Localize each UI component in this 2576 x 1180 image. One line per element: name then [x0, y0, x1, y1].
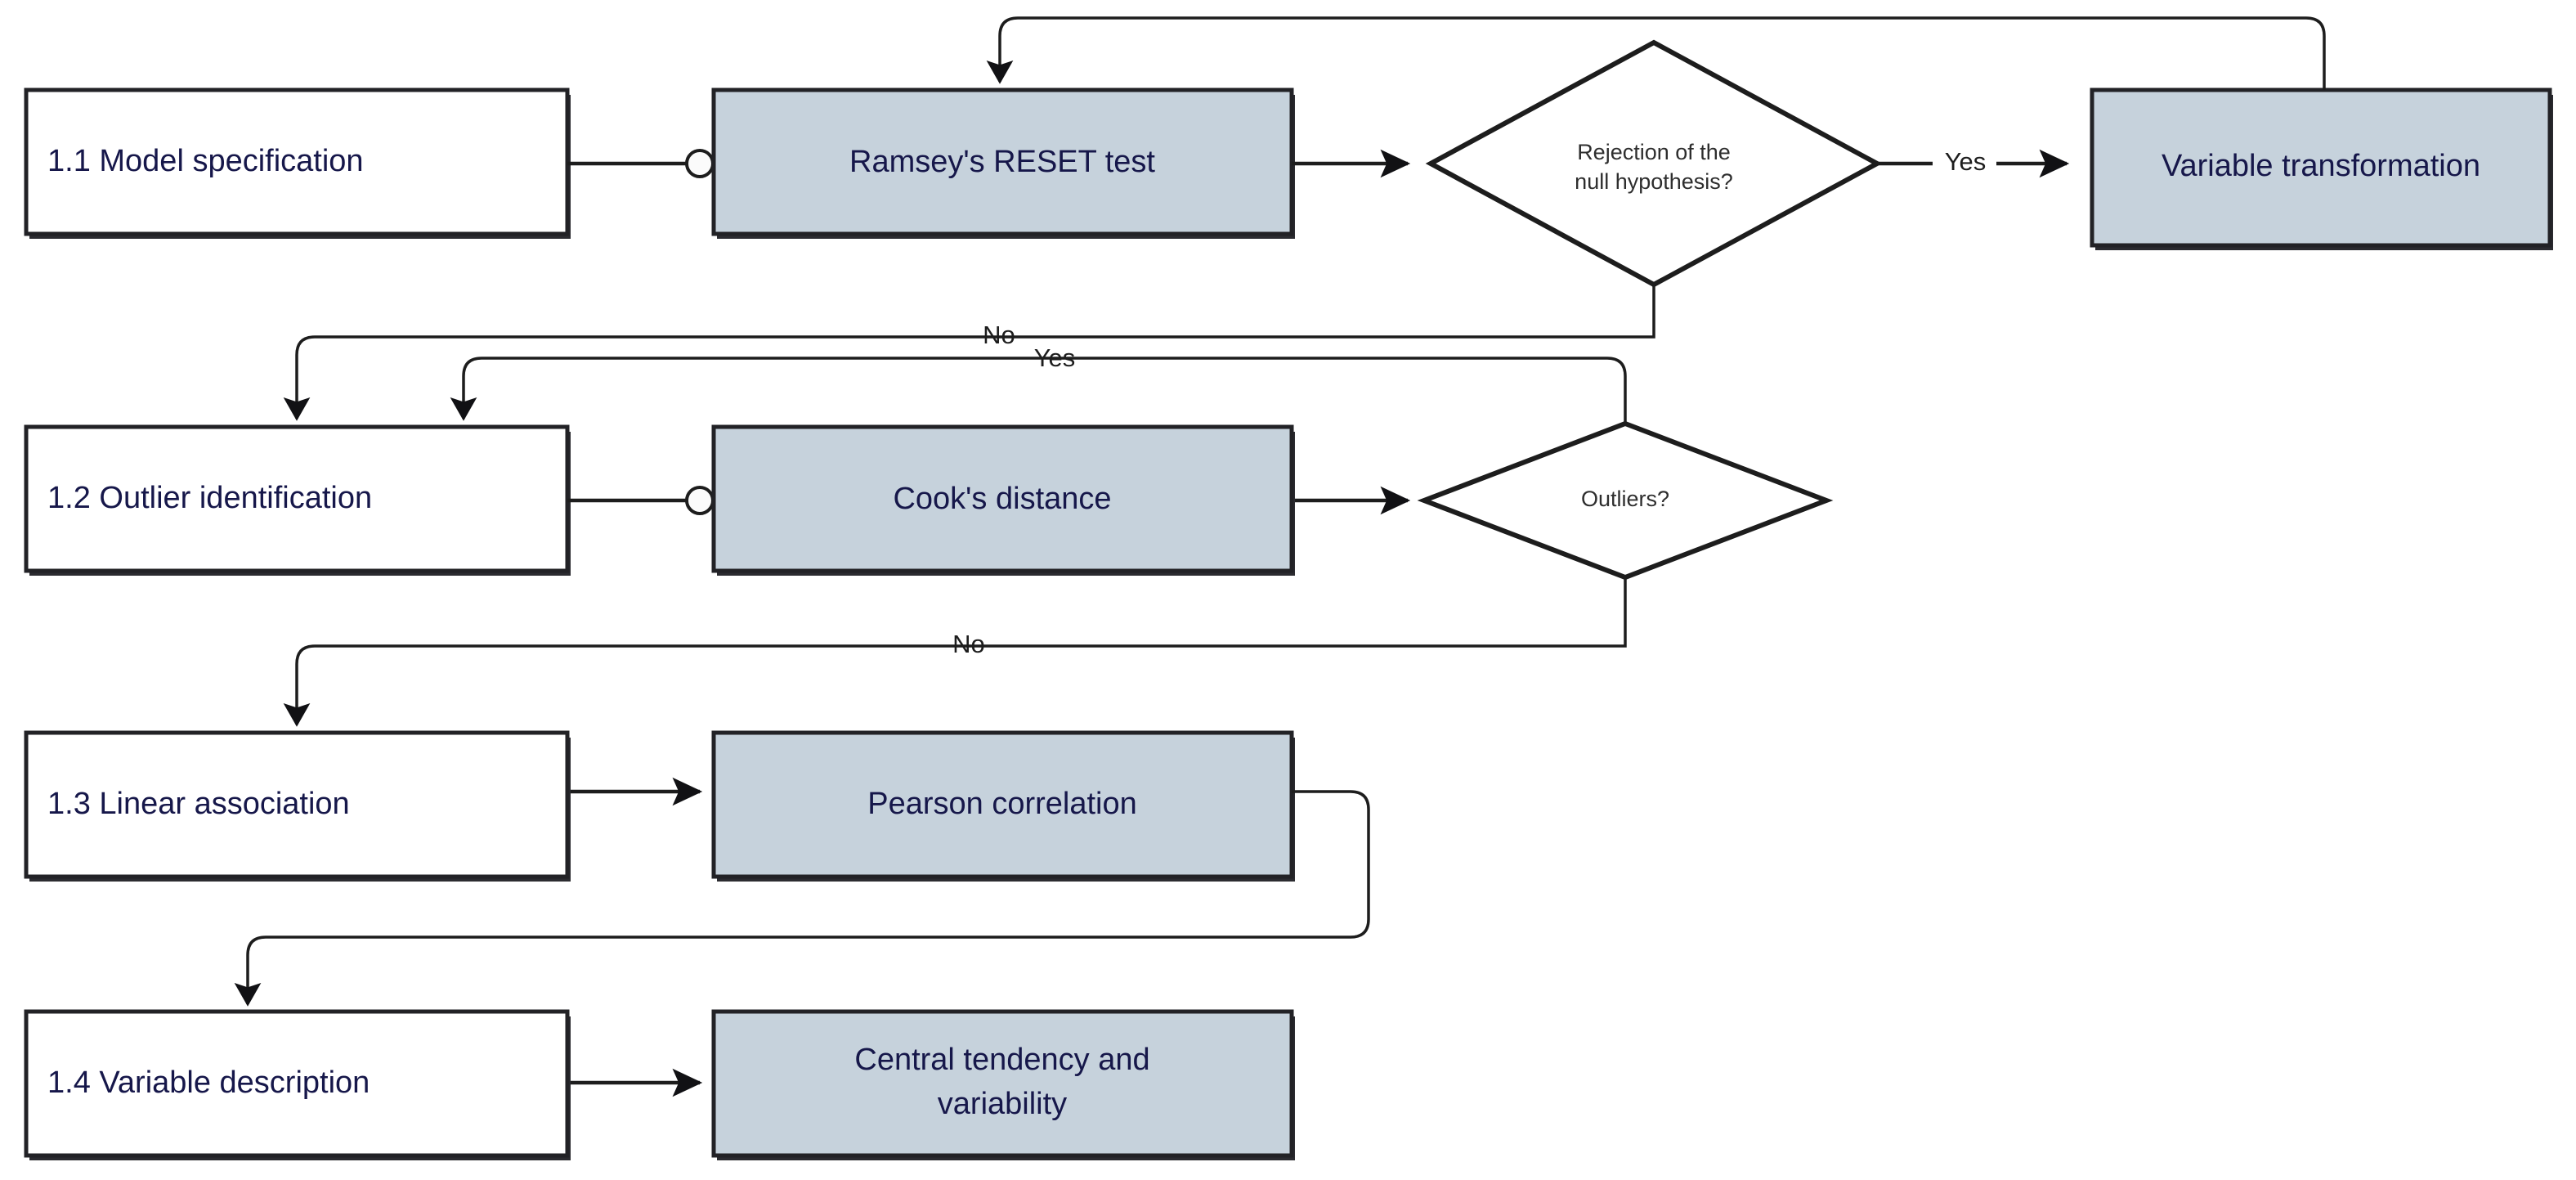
step-1-3-label: 1.3 Linear association: [47, 787, 350, 821]
edge-rejection-yes: Yes: [1877, 147, 2070, 178]
edge-step-1-1-to-reset: [567, 149, 715, 178]
method-central-tendency-line1: Central tendency and: [854, 1043, 1149, 1077]
edge-outliers-yes: [450, 357, 1627, 424]
node-decision-outliers[interactable]: Outliers?: [1417, 420, 1834, 581]
method-cooks-label: Cook's distance: [893, 482, 1111, 516]
method-pearson-label: Pearson correlation: [867, 787, 1137, 821]
decision-outliers-label: Outliers?: [1581, 487, 1669, 511]
node-step-1-4[interactable]: 1.4 Variable description: [24, 1009, 571, 1160]
node-decision-rejection[interactable]: Rejection of the null hypothesis?: [1425, 39, 1883, 288]
edge-label-outliers-no: No: [952, 630, 985, 658]
method-reset-label: Ramsey's RESET test: [849, 145, 1155, 179]
decision-rejection-line2: null hypothesis?: [1575, 169, 1733, 194]
edge-label-rejection-no: No: [983, 321, 1015, 349]
action-variable-transformation-label: Variable transformation: [2162, 149, 2480, 183]
node-step-1-3[interactable]: 1.3 Linear association: [24, 730, 571, 882]
decision-rejection-line1: Rejection of the: [1577, 140, 1731, 164]
edge-label-outliers-yes: Yes: [1034, 343, 1076, 372]
edge-variable-transformation-to-reset: [986, 16, 2326, 90]
edge-pearson-to-step-1-4: [234, 790, 1370, 1007]
node-method-cooks[interactable]: Cook's distance: [711, 424, 1295, 576]
node-step-1-2[interactable]: 1.2 Outlier identification: [24, 424, 571, 576]
method-central-tendency-line2: variability: [938, 1087, 1067, 1121]
node-method-reset[interactable]: Ramsey's RESET test: [711, 87, 1295, 239]
step-1-2-label: 1.2 Outlier identification: [47, 481, 372, 515]
step-1-1-label: 1.1 Model specification: [47, 144, 364, 178]
node-step-1-1[interactable]: 1.1 Model specification: [24, 87, 571, 239]
edge-label-rejection-yes: Yes: [1945, 147, 1987, 176]
node-method-central-tendency[interactable]: Central tendency and variability: [711, 1009, 1295, 1160]
edge-step-1-2-to-cooks: [567, 486, 715, 515]
association-ball-icon-2: [685, 486, 715, 515]
node-method-pearson[interactable]: Pearson correlation: [711, 730, 1295, 882]
association-ball-icon: [685, 149, 715, 178]
edge-outliers-no: [283, 577, 1627, 727]
edge-rejection-no: [283, 285, 1655, 421]
node-action-variable-transformation[interactable]: Variable transformation: [2090, 87, 2553, 250]
step-1-4-label: 1.4 Variable description: [47, 1066, 370, 1100]
